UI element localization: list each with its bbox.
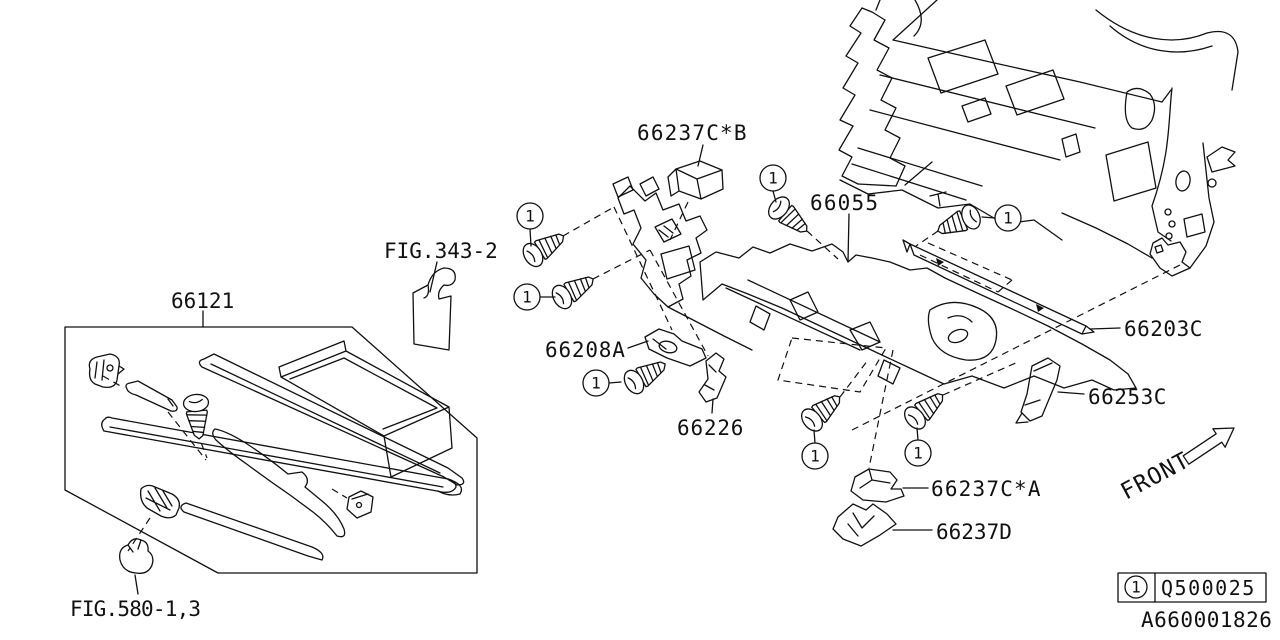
screw-icon [182,392,213,441]
callout-1: 1 [904,439,932,467]
front-arrow-icon [1182,427,1235,465]
body-structure-drawing [838,0,1239,277]
part-label-66253c: 66253C [1088,385,1167,409]
callout-1: 1 [801,442,829,470]
legend-part-number: Q500025 [1161,576,1256,600]
glovebox-drawing [64,326,478,574]
screws [182,192,985,441]
glovebox-border [64,326,478,574]
callout-number: 1 [522,288,532,307]
callout-1: 1 [516,202,544,230]
part-label-66121: 66121 [171,289,234,313]
legend-callout-circle [1124,575,1148,599]
callout-number: 1 [1003,209,1013,228]
diagram-code: A660001826 [1141,608,1272,632]
callout-number: 1 [768,169,778,188]
callout-number: 1 [913,444,923,463]
part-label-fig580: FIG.580-1,3 [70,597,200,621]
legend-ref-symbol: 1 [1131,578,1141,597]
callouts: 1 1 1 1 1 1 1 [513,164,1022,470]
leader-lines [134,144,1121,595]
callout-number: 1 [591,374,601,393]
screw-icon [899,384,952,434]
part-label-fig343: FIG.343-2 [384,239,498,263]
screw-icon [547,267,601,313]
part-label-66237cb: 66237C*B [637,121,748,145]
callout-1: 1 [759,164,787,192]
part-label-66226: 66226 [677,416,744,440]
screw-icon [518,224,571,271]
callout-number: 1 [810,447,820,466]
callout-1: 1 [994,204,1022,232]
part-label-66203c: 66203C [1124,317,1203,341]
part-label-66208a: 66208A [545,338,626,362]
screw-icon [796,386,849,436]
legend: 1 Q500025 A660001826 [1117,572,1272,632]
screw-icon [763,192,816,242]
instrument-panel-drawing [412,160,1137,547]
part-label-66237d: 66237D [936,520,1012,544]
callout-1: 1 [582,369,610,397]
front-arrow: FRONT [1117,427,1235,505]
part-label-66237ca: 66237C*A [931,477,1042,501]
screw-icon [619,352,673,398]
callout-1: 1 [513,283,541,311]
part-label-66055: 66055 [810,191,879,215]
callout-number: 1 [525,207,535,226]
part-labels: 66237C*B 66055 FIG.343-2 66121 66208A 66… [70,121,1203,621]
dashed-guides [102,201,1181,552]
